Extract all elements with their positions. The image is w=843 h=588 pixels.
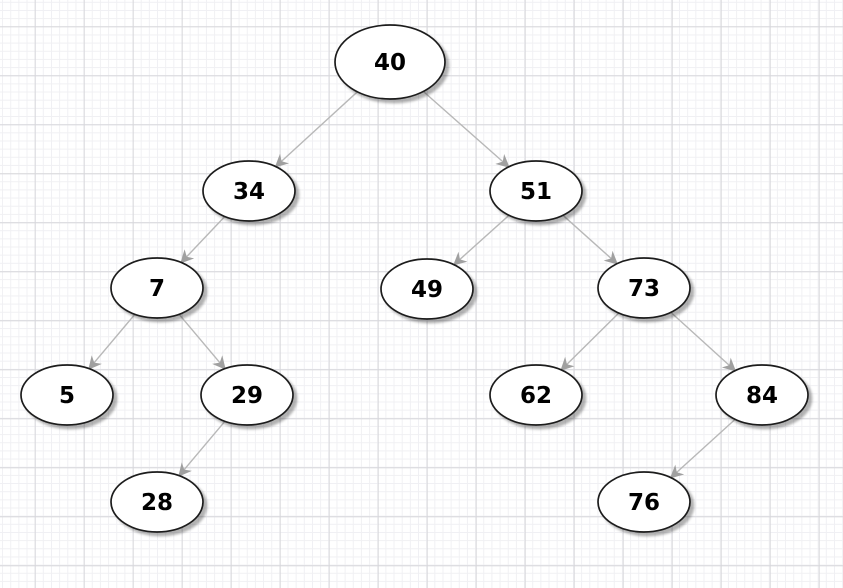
node-ellipse bbox=[597, 471, 691, 533]
node-label: 40 bbox=[374, 50, 406, 76]
edges-layer bbox=[88, 90, 737, 479]
node-label: 5 bbox=[59, 383, 75, 409]
node-ellipse bbox=[200, 364, 294, 426]
node-ellipse bbox=[110, 257, 204, 319]
tree-node-34: 34 bbox=[202, 160, 296, 222]
node-ellipse bbox=[334, 24, 446, 100]
node-label: 7 bbox=[149, 276, 165, 302]
node-label: 34 bbox=[233, 179, 265, 205]
tree-edge-40-51 bbox=[422, 90, 510, 168]
nodes-layer: 40 34 51 7 49 73 5 29 62 84 28 76 bbox=[20, 24, 809, 533]
tree-node-73: 73 bbox=[597, 257, 691, 319]
node-label: 73 bbox=[628, 276, 660, 302]
node-label: 29 bbox=[231, 383, 263, 409]
tree-edge-29-28 bbox=[178, 420, 226, 477]
tree-node-7: 7 bbox=[110, 257, 204, 319]
tree-edge-51-73 bbox=[562, 214, 618, 265]
node-ellipse bbox=[380, 258, 474, 320]
tree-node-49: 49 bbox=[380, 258, 474, 320]
node-label: 76 bbox=[628, 490, 660, 516]
tree-edge-7-5 bbox=[88, 313, 136, 370]
tree-node-84: 84 bbox=[715, 364, 809, 426]
node-label: 49 bbox=[411, 277, 443, 303]
node-label: 84 bbox=[746, 383, 778, 409]
tree-node-5: 5 bbox=[20, 364, 114, 426]
tree-edge-73-62 bbox=[560, 312, 620, 371]
tree-edge-51-49 bbox=[453, 214, 510, 266]
tree-edge-40-34 bbox=[274, 91, 358, 168]
tree-edge-84-76 bbox=[669, 418, 736, 479]
tree-edge-7-29 bbox=[178, 313, 226, 370]
tree-node-29: 29 bbox=[200, 364, 294, 426]
node-label: 51 bbox=[520, 179, 552, 205]
tree-node-40: 40 bbox=[334, 24, 446, 100]
node-ellipse bbox=[110, 471, 204, 533]
tree-node-51: 51 bbox=[489, 160, 583, 222]
tree-node-76: 76 bbox=[597, 471, 691, 533]
node-ellipse bbox=[202, 160, 296, 222]
node-ellipse bbox=[597, 257, 691, 319]
node-label: 28 bbox=[141, 490, 173, 516]
node-ellipse bbox=[489, 364, 583, 426]
tree-edge-73-84 bbox=[670, 311, 737, 372]
tree-node-62: 62 bbox=[489, 364, 583, 426]
tree-edge-34-7 bbox=[180, 216, 226, 264]
node-ellipse bbox=[20, 364, 114, 426]
node-ellipse bbox=[489, 160, 583, 222]
node-ellipse bbox=[715, 364, 809, 426]
node-label: 62 bbox=[520, 383, 552, 409]
tree-node-28: 28 bbox=[110, 471, 204, 533]
